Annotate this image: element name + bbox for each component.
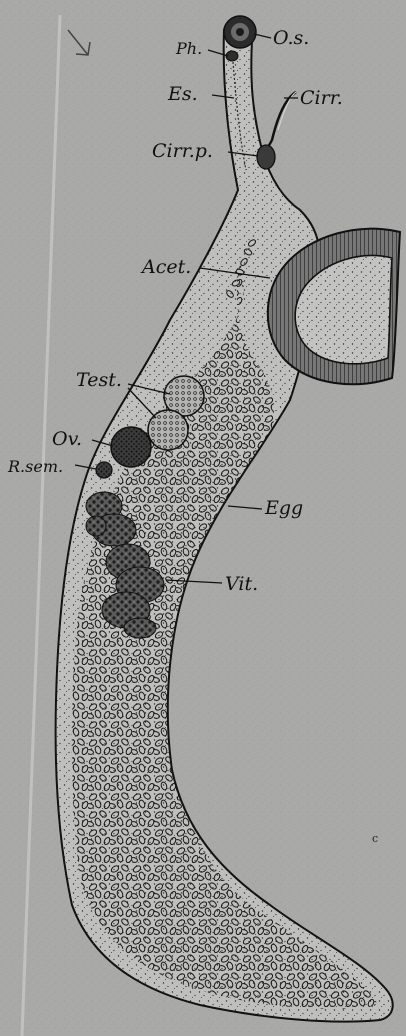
label-esophagus: Es. [167,83,198,105]
label-egg: Egg [264,497,303,519]
label-pharynx: Ph. [175,39,202,58]
label-cirrus-pouch: Cirr.p. [152,140,213,162]
label-ovary: Ov. [52,428,82,450]
label-oral-sucker: O.s. [273,27,309,49]
ovary [111,427,151,467]
corner-mark: c [372,832,378,845]
receptaculum-seminis [96,462,112,478]
label-cirrus: Cirr. [300,87,343,109]
label-vitellaria: Vit. [225,573,258,595]
label-acetabulum: Acet. [140,256,191,278]
cirrus-pouch [257,145,275,169]
oral-sucker [224,16,256,48]
label-testes: Test. [76,369,122,391]
label-receptaculum-seminis: R.sem. [7,457,63,476]
